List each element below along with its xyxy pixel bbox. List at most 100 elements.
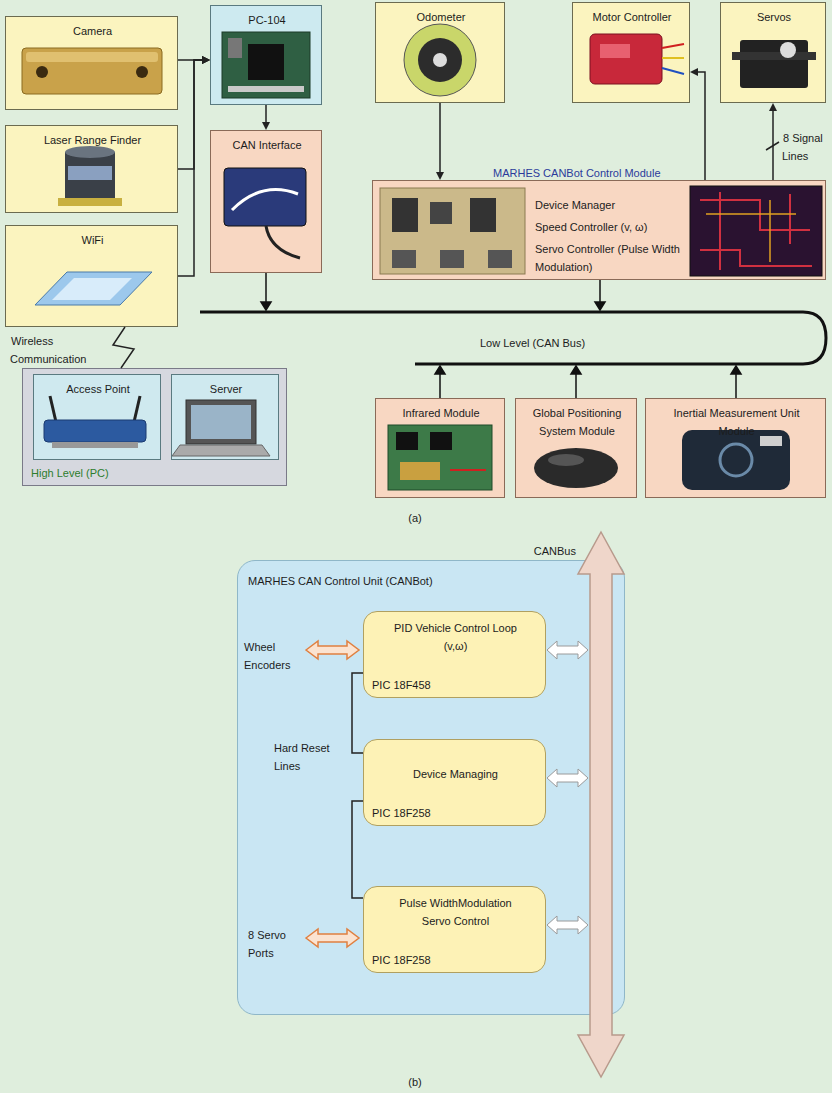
text-slot: Motor Controller — [576, 7, 688, 25]
text-slot: (a) — [395, 508, 435, 526]
node-title: Camera — [73, 25, 112, 37]
control-board-picture — [380, 188, 525, 274]
arrow-head — [202, 56, 210, 64]
arrow-head — [202, 56, 210, 64]
edge-label: Wireless Communication — [10, 335, 87, 365]
text-slot: Wireless Communication — [10, 331, 104, 367]
wireless-link — [113, 327, 134, 368]
annotation-label: 8 Servo Ports — [248, 929, 286, 959]
text-slot: Access Point — [37, 379, 159, 397]
annotation-label: Wheel Encoders — [244, 641, 290, 671]
node-title: Access Point — [66, 383, 130, 395]
canbus-arrow — [578, 532, 624, 1077]
node-title: Server — [210, 383, 242, 395]
node-text: PIC 18F458 — [372, 679, 431, 691]
annotation-label: (a) — [408, 512, 421, 524]
microcontroller-box: PID Vehicle Control Loop (v,ω) PIC 18F458 — [363, 611, 546, 698]
device-box: Odometer — [375, 2, 505, 103]
node-text: PIC 18F258 — [372, 807, 431, 819]
computer-box: Server — [171, 374, 279, 460]
device-box: Laser Range Finder — [5, 125, 178, 213]
microcontroller-box: Device ManagingPIC 18F258 — [363, 739, 546, 826]
connector — [772, 111, 774, 180]
group-box: High Level (PC) Access Point Server — [22, 368, 287, 486]
text-slot: Laser Range Finder — [9, 130, 176, 148]
text-slot: PC-104 — [214, 10, 320, 28]
node-title: WiFi — [82, 234, 104, 246]
text-slot: CANBus — [512, 541, 576, 559]
text-slot: MARHES CANBot Control Module — [493, 163, 753, 181]
node-title: Odometer — [417, 11, 466, 23]
connector — [178, 60, 202, 169]
device-box: Servos — [720, 2, 826, 103]
text-slot: MARHES CAN Control Unit (CANBot) — [248, 571, 548, 589]
text-slot: CAN Interface — [214, 135, 320, 153]
servo-picture — [732, 40, 816, 88]
node-title: Infrared Module — [402, 407, 479, 419]
gps-puck-picture — [534, 448, 618, 488]
annotation-label: Hard Reset Lines — [274, 742, 330, 772]
connector — [352, 801, 363, 898]
text-slot: Hard Reset Lines — [274, 738, 344, 774]
camera-picture — [22, 48, 162, 94]
text-slot: PID Vehicle Control Loop (v,ω) — [390, 618, 521, 654]
text-slot: Servo Controller (Pulse Width Modulation… — [535, 239, 685, 275]
sensor-module-box: Infrared Module — [375, 398, 505, 498]
computer-box: Access Point — [33, 374, 161, 460]
text-slot: Device Manager — [535, 195, 685, 213]
node-title: Device Managing — [413, 768, 498, 780]
edge-label: 8 Signal Lines — [782, 132, 823, 162]
text-slot: Inertial Measurement Unit Module — [656, 403, 817, 439]
node-title: PID Vehicle Control Loop (v,ω) — [394, 622, 517, 652]
text-slot: Low Level (CAN Bus) — [480, 333, 640, 351]
text-slot: Servos — [724, 7, 824, 25]
interface-box: CAN Interface — [210, 130, 322, 273]
node-title: Laser Range Finder — [44, 134, 141, 146]
can-card-picture — [224, 168, 306, 258]
text-slot: 8 Signal Lines — [782, 128, 826, 164]
bus-link-arrows — [547, 641, 588, 934]
odometer-picture — [404, 24, 476, 96]
laptop-picture — [172, 400, 270, 456]
infrared-board-picture — [388, 425, 492, 490]
access-point-picture — [44, 396, 146, 448]
sensor-module-box: Inertial Measurement Unit Module — [645, 398, 826, 498]
pcb-layout-picture — [690, 186, 822, 276]
arrow-head — [690, 68, 698, 76]
annotation-label: CANBus — [534, 545, 576, 557]
arrow-head — [202, 56, 210, 64]
text-slot: Odometer — [379, 7, 503, 25]
node-title: High Level (PC) — [31, 467, 109, 479]
node-text: Device Manager — [535, 199, 615, 211]
text-slot: PIC 18F258 — [372, 950, 492, 968]
connector — [178, 60, 202, 276]
bus-arrows — [261, 273, 741, 398]
connector — [698, 72, 705, 180]
annotation-label: (b) — [408, 1076, 421, 1088]
connector — [178, 59, 202, 61]
text-slot: PIC 18F458 — [372, 675, 492, 693]
computer-box: PC-104 — [210, 5, 322, 105]
microcontroller-box: Pulse WidthModulation Servo ControlPIC 1… — [363, 886, 546, 973]
bus-width-slash — [766, 142, 779, 150]
control-module-box: MARHES CANBot Control ModuleDevice Manag… — [372, 180, 826, 280]
imu-picture — [682, 430, 790, 490]
node-text: Speed Controller (v, ω) — [535, 221, 647, 233]
arrow-head — [436, 172, 444, 180]
control-unit-box: MARHES CAN Control Unit (CANBot) PID Vehi… — [237, 560, 625, 1015]
text-slot: Camera — [9, 21, 176, 39]
sensor-module-box: Global Positioning System Module — [515, 398, 637, 498]
device-box: WiFi — [5, 225, 178, 327]
text-slot: (b) — [395, 1072, 435, 1090]
text-slot: Global Positioning System Module — [519, 403, 635, 439]
node-title: Pulse WidthModulation Servo Control — [399, 897, 512, 927]
node-title: MARHES CANBot Control Module — [493, 167, 661, 179]
wifi-card-picture — [35, 272, 152, 305]
connector — [439, 103, 441, 172]
node-title: Global Positioning System Module — [533, 407, 622, 437]
node-title: CAN Interface — [232, 139, 301, 151]
device-box: Camera — [5, 16, 178, 110]
